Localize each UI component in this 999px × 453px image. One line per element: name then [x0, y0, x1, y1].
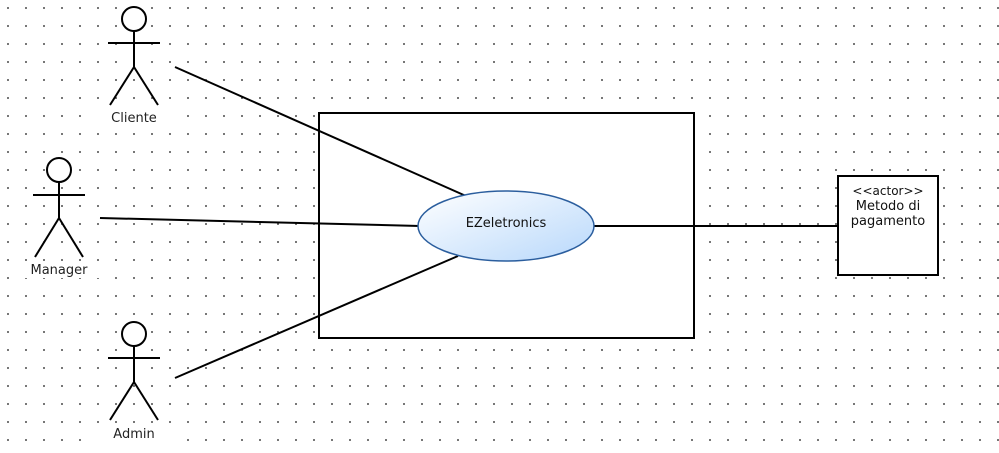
- use-case-label: EZeletronics: [465, 216, 547, 231]
- actor-stereotype: <<actor>>: [852, 184, 924, 198]
- external-actor-name-line2: pagamento: [850, 214, 926, 229]
- actor-label-admin: Admin: [84, 427, 184, 442]
- association-cliente[interactable]: [174, 66, 467, 197]
- actor-label-cliente: Cliente: [84, 111, 184, 126]
- association-manager[interactable]: [99, 217, 421, 227]
- actor-cliente-icon[interactable]: [108, 6, 160, 106]
- external-actor-box[interactable]: <<actor>> Metodo di pagamento: [837, 175, 939, 276]
- external-actor-name-line1: Metodo di: [855, 199, 921, 214]
- use-case-ellipse[interactable]: [417, 190, 595, 262]
- actor-label-manager: Manager: [9, 263, 109, 278]
- association-admin[interactable]: [174, 255, 459, 379]
- actor-manager-icon[interactable]: [33, 157, 85, 258]
- actor-admin-icon[interactable]: [108, 321, 160, 421]
